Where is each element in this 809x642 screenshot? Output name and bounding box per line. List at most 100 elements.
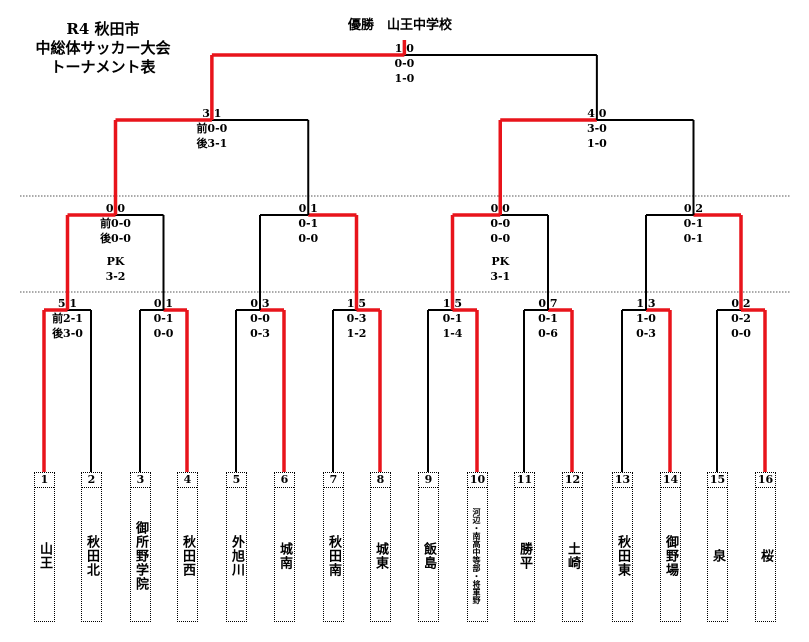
team-name: 秋田東 bbox=[615, 535, 630, 577]
team-number: 1 bbox=[35, 473, 54, 488]
team-name: 城南 bbox=[277, 542, 292, 570]
team-slot: 9 飯島 bbox=[418, 472, 439, 622]
pk-score: PK bbox=[106, 255, 125, 268]
team-slot: 2 秋田北 bbox=[81, 472, 102, 622]
team-slot: 11 勝平 bbox=[514, 472, 535, 622]
team-name-cell: 河辺・南高中等部・将軍野 bbox=[468, 495, 487, 617]
team-name-cell: 泉 bbox=[708, 495, 727, 617]
team-name-cell: 勝平 bbox=[515, 495, 534, 617]
team-slot: 14 御野場 bbox=[660, 472, 681, 622]
team-name-cell: 山王 bbox=[35, 495, 54, 617]
team-number: 16 bbox=[756, 473, 775, 488]
team-name-cell: 御所野学院 bbox=[131, 495, 150, 617]
match-score: 5 1 bbox=[57, 297, 78, 310]
team-slot: 16 桜 bbox=[755, 472, 776, 622]
match-score: 1 5 bbox=[442, 297, 463, 310]
team-slot: 8 城東 bbox=[370, 472, 391, 622]
team-name: 秋田西 bbox=[180, 535, 195, 577]
title-line-1: R4 秋田市 bbox=[66, 20, 140, 38]
team-number: 11 bbox=[515, 473, 534, 488]
half-score: 0-1 bbox=[153, 312, 174, 325]
half-score: 1-0 bbox=[636, 312, 656, 325]
team-name: 土崎 bbox=[565, 542, 580, 570]
match-score: 0 1 bbox=[298, 202, 318, 215]
match-score: 0 1 bbox=[153, 297, 174, 310]
half-score: 0-0 bbox=[490, 232, 511, 245]
team-slot: 3 御所野学院 bbox=[130, 472, 151, 622]
title-line-3: トーナメント表 bbox=[50, 58, 156, 76]
half-score: 0-1 bbox=[442, 312, 463, 325]
team-slot: 15 泉 bbox=[707, 472, 728, 622]
team-number: 8 bbox=[371, 473, 390, 488]
pk-score: PK bbox=[491, 255, 510, 268]
team-name-cell: 飯島 bbox=[419, 495, 438, 617]
team-name: 山王 bbox=[37, 542, 52, 570]
team-slot: 7 秋田南 bbox=[323, 472, 344, 622]
team-name-cell: 城南 bbox=[275, 495, 294, 617]
half-score: 0-1 bbox=[538, 312, 558, 325]
team-name-cell: 外旭川 bbox=[227, 495, 246, 617]
half-score: 0-1 bbox=[683, 217, 704, 230]
half-score: 0-1 bbox=[683, 232, 704, 245]
team-name-cell: 桜 bbox=[756, 495, 775, 617]
team-number: 7 bbox=[324, 473, 343, 488]
half-score: 0-0 bbox=[298, 232, 319, 245]
team-name: 桜 bbox=[758, 549, 773, 563]
team-number: 5 bbox=[227, 473, 246, 488]
half-score: 前0-0 bbox=[196, 122, 228, 135]
match-score: 1 3 bbox=[636, 297, 656, 310]
team-name-cell: 土崎 bbox=[563, 495, 582, 617]
team-slot: 1 山王 bbox=[34, 472, 55, 622]
r1-score-5: 1 5 0-1 1-4 bbox=[418, 296, 488, 341]
team-number: 9 bbox=[419, 473, 438, 488]
match-score: 3 1 bbox=[202, 107, 222, 120]
tournament-title: R4 秋田市 中総体サッカー大会 トーナメント表 bbox=[18, 20, 188, 77]
team-name: 飯島 bbox=[421, 542, 436, 570]
team-number: 15 bbox=[708, 473, 727, 488]
team-slot: 4 秋田西 bbox=[177, 472, 198, 622]
half-score: 0-0 bbox=[250, 312, 270, 325]
team-name: 秋田北 bbox=[84, 535, 99, 577]
sf-score-1: 3 1 前0-0 後3-1 bbox=[177, 106, 247, 151]
pk-score: 3-2 bbox=[105, 270, 126, 283]
team-number: 14 bbox=[661, 473, 680, 488]
team-name-cell: 秋田北 bbox=[82, 495, 101, 617]
team-number: 4 bbox=[178, 473, 197, 488]
half-score: 1-4 bbox=[442, 327, 463, 340]
team-name: 城東 bbox=[373, 542, 388, 570]
half-score: 1-0 bbox=[394, 72, 415, 85]
half-score: 後3-0 bbox=[52, 327, 83, 340]
title-line-2: 中総体サッカー大会 bbox=[35, 39, 171, 57]
match-score: 0 0 bbox=[105, 202, 126, 215]
team-name: 御野場 bbox=[663, 535, 678, 577]
team-name-cell: 秋田西 bbox=[178, 495, 197, 617]
half-score: 0-0 bbox=[731, 327, 751, 340]
pk-score: 3-1 bbox=[490, 270, 511, 283]
half-score: 1-2 bbox=[346, 327, 367, 340]
half-score: 0-3 bbox=[636, 327, 656, 340]
champion-label: 優勝 山王中学校 bbox=[347, 18, 452, 33]
half-score: 後3-1 bbox=[196, 137, 228, 150]
team-name: 勝平 bbox=[517, 542, 532, 570]
match-score: 1 5 bbox=[346, 297, 367, 310]
half-score: 3-0 bbox=[586, 122, 607, 135]
half-score: 後0-0 bbox=[100, 232, 131, 245]
half-score: 0-0 bbox=[490, 217, 511, 230]
team-number: 3 bbox=[131, 473, 150, 488]
team-name-cell: 秋田南 bbox=[324, 495, 343, 617]
match-score: 1 0 bbox=[394, 42, 414, 55]
team-number: 2 bbox=[82, 473, 101, 488]
match-score: 0 7 bbox=[538, 297, 558, 310]
team-name: 御所野学院 bbox=[133, 521, 148, 591]
